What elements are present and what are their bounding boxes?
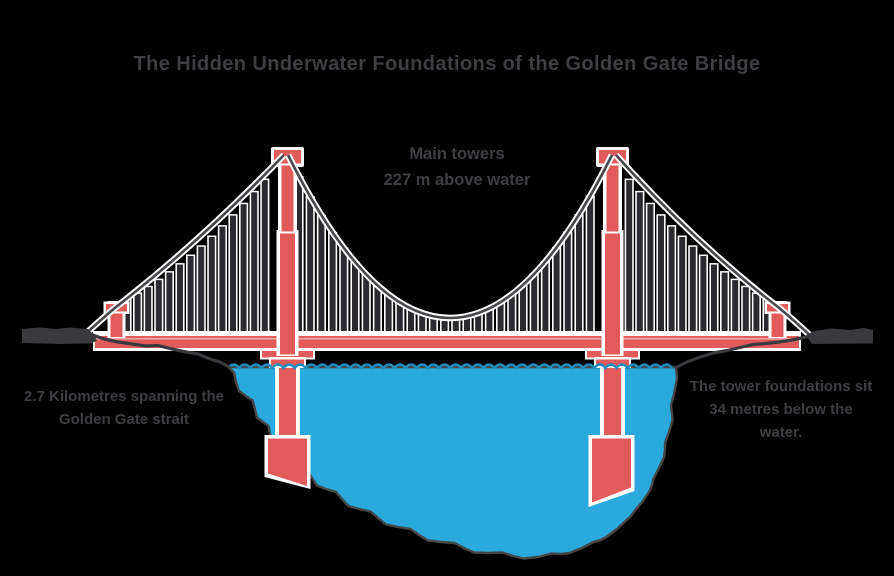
- infographic-title: The Hidden Underwater Foundations of the…: [133, 53, 761, 75]
- right-tower: [596, 147, 629, 356]
- main-cables: [75, 152, 819, 344]
- suspender-cables: [122, 175, 772, 333]
- annotation-line: The tower foundations sit: [689, 378, 873, 395]
- right-anchorage: [806, 328, 873, 344]
- left-tower: [271, 147, 304, 356]
- annotation-line: 227 m above water: [383, 171, 531, 189]
- shore-terrain: [22, 327, 873, 369]
- annotation-line: 2.7 Kilometres spanning the: [23, 388, 225, 405]
- left-anchorage: [22, 327, 97, 344]
- annotation-line: Main towers: [409, 145, 505, 163]
- left-shoreline: [88, 332, 231, 369]
- suspension-towers: [271, 147, 629, 356]
- annotation-line: 34 metres below the: [709, 401, 853, 418]
- foundation-depth-annotation: The tower foundations sit 34 metres belo…: [690, 375, 873, 444]
- tower-height-annotation: Main towers 227 m above water: [384, 141, 531, 193]
- bridge-length-annotation: 2.7 Kilometres spanning the Golden Gate …: [24, 385, 224, 431]
- bridge-deck: [93, 331, 801, 351]
- right-cable: [615, 154, 817, 342]
- annotation-line: water.: [759, 424, 803, 441]
- right-shoreline: [675, 335, 808, 369]
- water-surface-waves: [227, 363, 673, 370]
- main-cable: [286, 154, 614, 320]
- left-cable: [77, 154, 285, 342]
- annotation-line: Golden Gate strait: [58, 411, 190, 428]
